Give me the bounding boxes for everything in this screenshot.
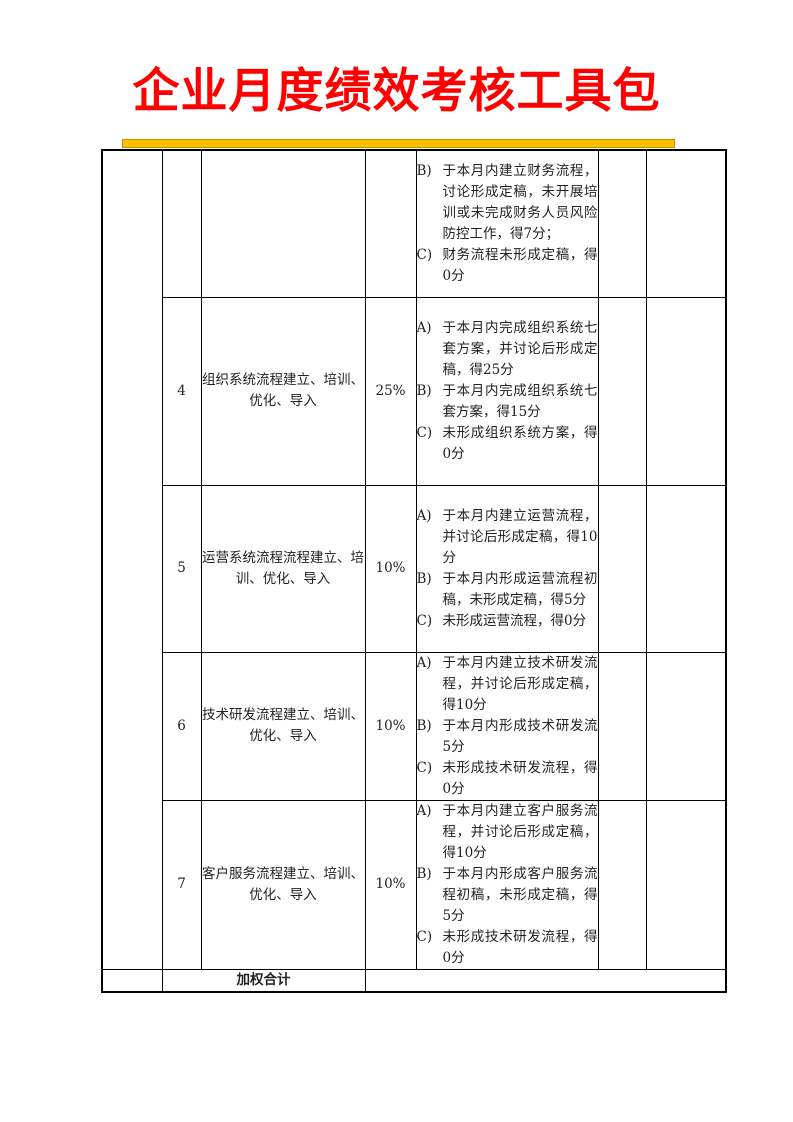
score-cell[interactable]: [597, 799, 647, 970]
option-text: 于本月内形成客户服务流程初稿，未形成定稿，得5分: [442, 865, 598, 924]
item-name: [200, 149, 366, 298]
criteria-option: A) 于本月内建立客户服务流程，并讨论后形成定稿，得10分: [417, 801, 598, 864]
total-blank-cell: [101, 968, 163, 993]
score-cell[interactable]: [597, 651, 647, 801]
criteria-option: B) 于本月内形成客户服务流程初稿，未形成定稿，得5分: [417, 864, 598, 927]
table-row: 4 组织系统流程建立、培训、优化、导入 25% A) 于本月内完成组织系统七套方案…: [102, 296, 727, 486]
option-label: B): [416, 717, 432, 734]
item-name: 运营系统流程流程建立、培训、优化、导入: [200, 484, 366, 653]
scoring-criteria: A) 于本月内建立技术研发流程，并讨论后形成定稿，得10分 B) 于本月内形成技术研…: [415, 651, 599, 801]
item-weight: 10%: [364, 651, 417, 801]
option-text: 未形成技术研发流程，得0分: [442, 759, 598, 797]
scoring-criteria: B) 于本月内建立财务流程，讨论形成定稿，未开展培训或未完成财务人员风险防控工作，…: [415, 149, 599, 298]
item-weight: 10%: [364, 799, 417, 970]
table-row: 6 技术研发流程建立、培训、优化、导入 10% A) 于本月内建立技术研发流程，并…: [102, 651, 727, 801]
criteria-option: A) 于本月内建立技术研发流程，并讨论后形成定稿，得10分: [417, 653, 598, 716]
option-label: A): [416, 654, 432, 671]
criteria-option: B) 于本月内完成组织系统七套方案，得15分: [417, 381, 598, 423]
weighted-total-value[interactable]: [364, 968, 727, 993]
option-text: 于本月内完成组织系统七套方案，得15分: [442, 382, 598, 420]
criteria-option: C) 未形成组织系统方案，得0分: [417, 423, 598, 465]
option-label: A): [416, 507, 432, 524]
option-text: 于本月内建立财务流程，讨论形成定稿，未开展培训或未完成财务人员风险防控工作，得7…: [442, 162, 598, 242]
criteria-option: C) 未形成技术研发流程，得0分: [417, 758, 598, 800]
option-text: 于本月内形成技术研发流5分: [442, 717, 598, 755]
table-row: 5 运营系统流程流程建立、培训、优化、导入 10% A) 于本月内建立运营流程，并…: [102, 484, 727, 653]
option-label: C): [416, 759, 433, 776]
option-label: C): [416, 928, 433, 945]
score-cell[interactable]: [597, 149, 647, 298]
option-text: 财务流程未形成定稿，得0分: [442, 246, 598, 284]
item-weight: [364, 149, 417, 298]
option-label: C): [416, 424, 433, 441]
option-label: C): [416, 246, 433, 263]
item-weight: 25%: [364, 296, 417, 486]
option-label: B): [416, 865, 432, 882]
option-text: 未形成技术研发流程，得0分: [442, 928, 598, 966]
total-row: 加权合计: [101, 968, 727, 993]
option-text: 未形成运营流程，得0分: [442, 612, 587, 629]
option-text: 于本月内建立客户服务流程，并讨论后形成定稿，得10分: [442, 802, 598, 861]
criteria-option: C) 未形成技术研发流程，得0分: [417, 927, 598, 969]
option-text: 于本月内建立技术研发流程，并讨论后形成定稿，得10分: [442, 654, 598, 713]
option-label: A): [416, 319, 432, 336]
option-label: C): [416, 612, 433, 629]
criteria-option: A) 于本月内建立运营流程，并讨论后形成定稿，得10分: [417, 506, 598, 569]
criteria-option: C) 未形成运营流程，得0分: [417, 611, 598, 632]
scoring-criteria: A) 于本月内完成组织系统七套方案，并讨论后形成定稿，得25分 B) 于本月内完成组…: [415, 296, 599, 486]
score-cell[interactable]: [597, 484, 647, 653]
criteria-option: B) 于本月内形成运营流程初稿，未形成定稿，得5分: [417, 569, 598, 611]
scoring-criteria: A) 于本月内建立运营流程，并讨论后形成定稿，得10分 B) 于本月内形成运营流程初…: [415, 484, 599, 653]
option-text: 于本月内完成组织系统七套方案，并讨论后形成定稿，得25分: [442, 319, 598, 378]
criteria-option: B) 于本月内建立财务流程，讨论形成定稿，未开展培训或未完成财务人员风险防控工作，…: [417, 161, 598, 245]
scoring-criteria: A) 于本月内建立客户服务流程，并讨论后形成定稿，得10分 B) 于本月内形成客户服…: [415, 799, 599, 970]
criteria-option: C) 财务流程未形成定稿，得0分: [417, 245, 598, 287]
remark-cell[interactable]: [645, 296, 727, 486]
remark-cell[interactable]: [645, 799, 727, 970]
item-name: 组织系统流程建立、培训、优化、导入: [200, 296, 366, 486]
category-cell: [101, 149, 163, 970]
option-text: 未形成组织系统方案，得0分: [442, 424, 598, 462]
remark-cell[interactable]: [645, 484, 727, 653]
option-text: 于本月内建立运营流程，并讨论后形成定稿，得10分: [442, 507, 598, 566]
kpi-table: B) 于本月内建立财务流程，讨论形成定稿，未开展培训或未完成财务人员风险防控工作，…: [101, 149, 727, 993]
option-label: B): [416, 570, 432, 587]
item-number: 6: [161, 651, 202, 801]
item-weight: 10%: [364, 484, 417, 653]
option-label: B): [416, 162, 432, 179]
remark-cell[interactable]: [645, 149, 727, 298]
item-number: 7: [161, 799, 202, 970]
item-number: 5: [161, 484, 202, 653]
option-text: 于本月内形成运营流程初稿，未形成定稿，得5分: [442, 570, 598, 608]
score-cell[interactable]: [597, 296, 647, 486]
item-number: [161, 149, 202, 298]
weighted-total-label: 加权合计: [161, 968, 366, 993]
table-row: B) 于本月内建立财务流程，讨论形成定稿，未开展培训或未完成财务人员风险防控工作，…: [101, 149, 727, 970]
option-label: A): [416, 802, 432, 819]
criteria-option: B) 于本月内形成技术研发流5分: [417, 716, 598, 758]
table-row: 7 客户服务流程建立、培训、优化、导入 10% A) 于本月内建立客户服务流程，并…: [102, 799, 727, 970]
criteria-option: A) 于本月内完成组织系统七套方案，并讨论后形成定稿，得25分: [417, 318, 598, 381]
item-name: 技术研发流程建立、培训、优化、导入: [200, 651, 366, 801]
remark-cell[interactable]: [645, 651, 727, 801]
title-underline-bar: [122, 139, 675, 148]
option-label: B): [416, 382, 432, 399]
item-name: 客户服务流程建立、培训、优化、导入: [200, 799, 366, 970]
item-number: 4: [161, 296, 202, 486]
page-title: 企业月度绩效考核工具包: [132, 64, 661, 119]
